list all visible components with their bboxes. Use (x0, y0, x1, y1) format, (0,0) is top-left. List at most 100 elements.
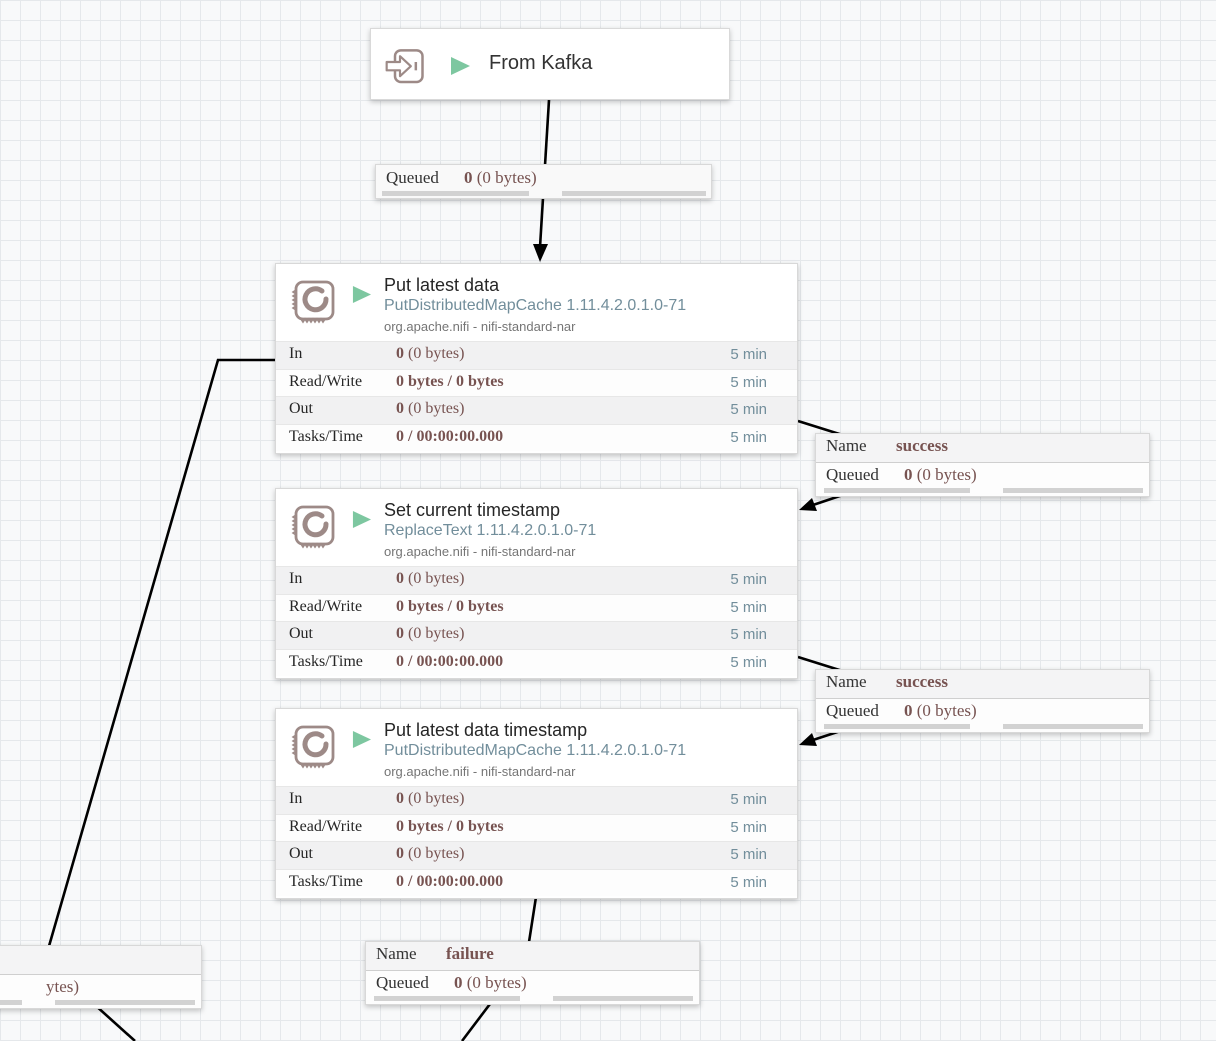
queued-label: Queued (826, 701, 879, 721)
queued-value: 0 (0 bytes) (904, 701, 977, 721)
stat-label: Out (289, 625, 313, 643)
stat-row-tasks: Tasks/Time 0 / 00:00:00.000 5 min (276, 649, 797, 677)
processor-node-set-current-timestamp[interactable]: Set current timestamp ReplaceText 1.11.4… (275, 488, 798, 679)
stat-value: 0 (0 bytes) (396, 790, 464, 808)
input-port-node[interactable]: From Kafka (370, 28, 730, 100)
stat-label: Out (289, 845, 313, 863)
queued-label: Queued (376, 973, 429, 993)
stat-time: 5 min (730, 429, 767, 446)
stat-value: 0 / 00:00:00.000 (396, 428, 503, 446)
stat-value: 0 bytes / 0 bytes (396, 818, 504, 836)
stat-row-in: In 0 (0 bytes) 5 min (276, 341, 797, 369)
processor-icon (289, 723, 337, 771)
stat-time: 5 min (730, 874, 767, 891)
stat-value: 0 (0 bytes) (396, 625, 464, 643)
queue-progress-bar (382, 191, 529, 196)
stat-label: Read/Write (289, 373, 362, 391)
processor-bundle: org.apache.nifi - nifi-standard-nar (384, 544, 576, 559)
stat-value: 0 / 00:00:00.000 (396, 653, 503, 671)
connection-label-failure[interactable]: Name failure Queued 0 (0 bytes) (365, 941, 700, 1005)
running-play-icon (351, 510, 372, 529)
connection-label-success-2[interactable]: Name success Queued 0 (0 bytes) (815, 669, 1150, 733)
stat-time: 5 min (730, 401, 767, 418)
stat-row-in: In 0 (0 bytes) 5 min (276, 566, 797, 594)
processor-title: Put latest data timestamp (384, 720, 587, 741)
processor-header: Set current timestamp ReplaceText 1.11.4… (276, 489, 797, 566)
stat-label: Out (289, 400, 313, 418)
stat-row-out: Out 0 (0 bytes) 5 min (276, 621, 797, 649)
connection-queued-row: Queued 0 (0 bytes) (816, 463, 1149, 496)
queue-progress-bar (1003, 724, 1143, 729)
queue-progress-bar (553, 996, 693, 1001)
connection-label-success-1[interactable]: Name success Queued 0 (0 bytes) (815, 433, 1150, 497)
queue-progress-bar (0, 1000, 22, 1005)
processor-type: PutDistributedMapCache 1.11.4.2.0.1.0-71 (384, 742, 686, 760)
input-port-icon (385, 47, 425, 87)
running-play-icon (449, 56, 471, 76)
stat-time: 5 min (730, 626, 767, 643)
queued-label: Queued (826, 465, 879, 485)
stat-label: Tasks/Time (289, 873, 363, 891)
processor-title: Set current timestamp (384, 500, 560, 521)
stat-time: 5 min (730, 654, 767, 671)
running-play-icon (351, 285, 372, 304)
stat-time: 5 min (730, 374, 767, 391)
connection-name-row: Name success (816, 434, 1149, 463)
processor-node-put-latest-data-timestamp[interactable]: Put latest data timestamp PutDistributed… (275, 708, 798, 899)
stat-label: In (289, 570, 302, 588)
input-port-title: From Kafka (489, 52, 592, 75)
connection-queued-row: ytes) (0, 975, 201, 1008)
relationship-name: success (896, 672, 948, 692)
name-label: Name (826, 436, 867, 456)
connection-name-row: Name success (816, 670, 1149, 699)
connection-name-row (0, 946, 201, 975)
stat-row-readwrite: Read/Write 0 bytes / 0 bytes 5 min (276, 369, 797, 397)
running-play-icon (351, 730, 372, 749)
stat-time: 5 min (730, 599, 767, 616)
stat-time: 5 min (730, 791, 767, 808)
processor-node-put-latest-data[interactable]: Put latest data PutDistributedMapCache 1… (275, 263, 798, 454)
stat-time: 5 min (730, 819, 767, 836)
arrowhead-into-p1 (533, 244, 548, 262)
stat-label: Tasks/Time (289, 653, 363, 671)
stat-label: In (289, 345, 302, 363)
queue-progress-bar (55, 1000, 195, 1005)
relationship-name: failure (446, 944, 494, 964)
queue-progress-bar (562, 191, 706, 196)
queued-value: 0 (0 bytes) (454, 973, 527, 993)
processor-bundle: org.apache.nifi - nifi-standard-nar (384, 764, 576, 779)
queued-value: 0 (0 bytes) (904, 465, 977, 485)
stat-label: Tasks/Time (289, 428, 363, 446)
stat-row-tasks: Tasks/Time 0 / 00:00:00.000 5 min (276, 424, 797, 452)
stat-value: 0 bytes / 0 bytes (396, 598, 504, 616)
stat-value: 0 / 00:00:00.000 (396, 873, 503, 891)
queued-value-partial: ytes) (46, 977, 79, 997)
processor-icon (289, 278, 337, 326)
processor-bundle: org.apache.nifi - nifi-standard-nar (384, 319, 576, 334)
stat-row-readwrite: Read/Write 0 bytes / 0 bytes 5 min (276, 814, 797, 842)
processor-header: Put latest data PutDistributedMapCache 1… (276, 264, 797, 341)
connection-label-kafka-queue[interactable]: Queued 0 (0 bytes) (375, 164, 712, 199)
processor-title: Put latest data (384, 275, 499, 296)
processor-type: ReplaceText 1.11.4.2.0.1.0-71 (384, 522, 596, 540)
processor-icon (289, 503, 337, 551)
connection-line-p1-left[interactable] (45, 360, 276, 1041)
connection-name-row: Name failure (366, 942, 699, 971)
name-label: Name (376, 944, 417, 964)
connection-queued-row: Queued 0 (0 bytes) (816, 699, 1149, 732)
stat-row-out: Out 0 (0 bytes) 5 min (276, 841, 797, 869)
queue-progress-bar (824, 724, 970, 729)
stat-label: In (289, 790, 302, 808)
queued-value: 0 (0 bytes) (464, 168, 537, 188)
connection-label-partial-left[interactable]: ytes) (0, 945, 202, 1009)
stat-label: Read/Write (289, 818, 362, 836)
arrowhead-into-p3 (799, 733, 817, 746)
queue-progress-bar (824, 488, 970, 493)
queue-progress-bar (1003, 488, 1143, 493)
stat-row-tasks: Tasks/Time 0 / 00:00:00.000 5 min (276, 869, 797, 897)
stat-row-readwrite: Read/Write 0 bytes / 0 bytes 5 min (276, 594, 797, 622)
processor-type: PutDistributedMapCache 1.11.4.2.0.1.0-71 (384, 297, 686, 315)
stat-row-in: In 0 (0 bytes) 5 min (276, 786, 797, 814)
connection-queued-row: Queued 0 (0 bytes) (366, 971, 699, 1004)
stat-time: 5 min (730, 846, 767, 863)
